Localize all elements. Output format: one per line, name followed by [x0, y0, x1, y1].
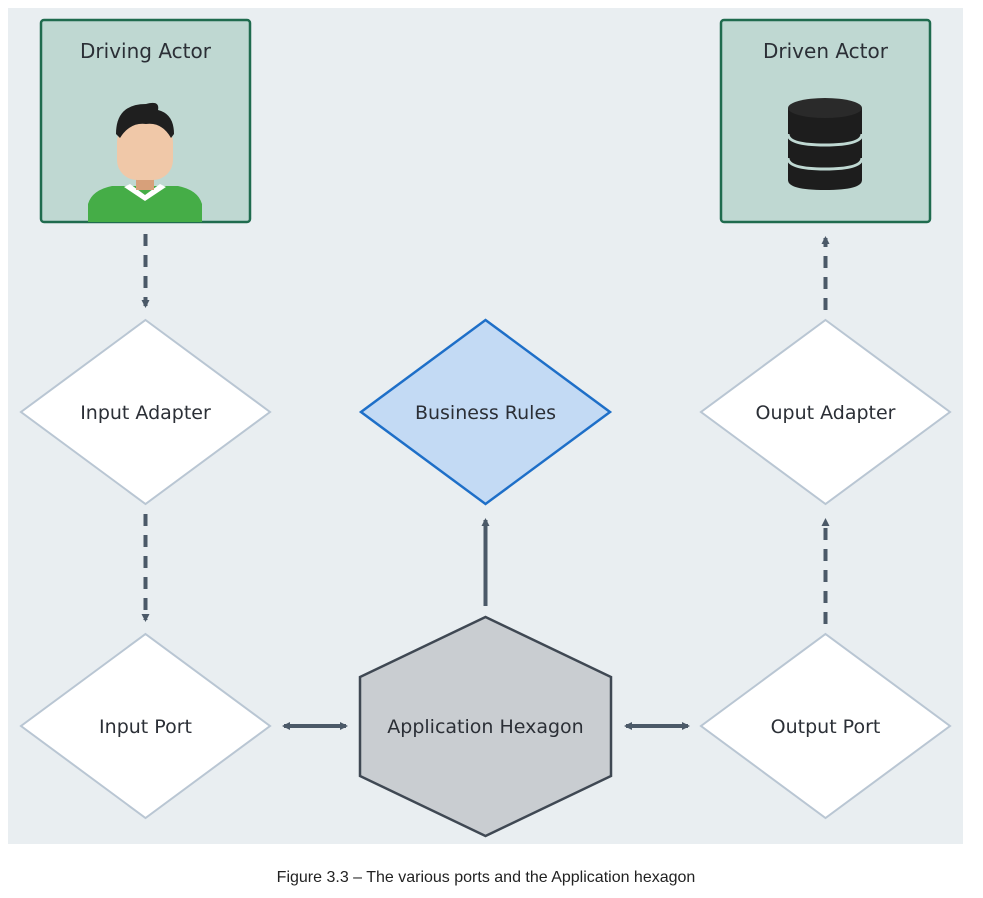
output-port-label: Output Port: [771, 716, 881, 738]
business-rules-node: Business Rules: [358, 318, 613, 506]
output-port-node: Output Port: [699, 632, 952, 820]
driven-actor-title: Driven Actor: [763, 39, 889, 63]
input-port-label: Input Port: [99, 716, 192, 738]
output-adapter-label: Ouput Adapter: [756, 402, 896, 424]
database-icon: [786, 98, 864, 190]
input-adapter-node: Input Adapter: [19, 318, 272, 506]
figure-caption: Figure 3.3 – The various ports and the A…: [277, 869, 696, 886]
input-port-node: Input Port: [19, 632, 272, 820]
output-adapter-node: Ouput Adapter: [699, 318, 952, 506]
application-hexagon-label: Application Hexagon: [387, 716, 583, 738]
driven-actor-box: Driven Actor: [719, 18, 932, 224]
driving-actor-title: Driving Actor: [80, 39, 212, 63]
business-rules-label: Business Rules: [415, 402, 556, 424]
driving-actor-box: Driving Actor: [39, 18, 252, 224]
input-adapter-label: Input Adapter: [80, 402, 211, 424]
application-hexagon-node: Application Hexagon: [358, 615, 613, 838]
person-icon: [88, 102, 202, 222]
